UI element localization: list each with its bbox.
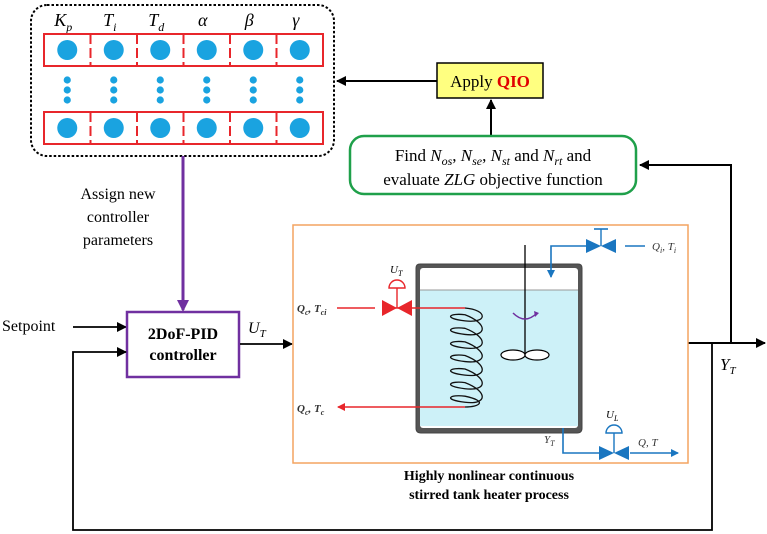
ellipsis-dot — [249, 86, 257, 94]
ellipsis-dot — [249, 76, 257, 84]
controller-output-label: UT — [248, 320, 267, 340]
ellipsis-dot — [63, 76, 71, 84]
valve-ut-label: UT — [390, 264, 403, 278]
feedback-loop-arrow — [72, 343, 713, 531]
ellipsis-dot — [203, 86, 211, 94]
ellipsis-dot — [110, 86, 118, 94]
coolant-out-label: Qc, Tc — [297, 403, 325, 417]
heating-coil — [450, 307, 483, 408]
evaluate-objective-box: Find Nos, Nse, Nst and Nrt and evaluate … — [348, 134, 638, 196]
parameter-header: Td — [148, 10, 165, 34]
controller-line-1: 2DoF-PID — [148, 326, 218, 343]
coolant-in-label: Qc, Tci — [297, 303, 327, 317]
apply-label: Apply — [450, 72, 497, 91]
inlet-valve — [586, 228, 616, 253]
process-box: UT Qc, Tci Qc, Tc Qi, Ti UL Q, T YT — [292, 224, 689, 464]
process-caption-line-2: stirred tank heater process — [409, 488, 569, 503]
parameter-dot — [103, 40, 124, 60]
ellipsis-dot — [156, 96, 164, 104]
parameter-dot — [289, 40, 310, 60]
output-to-evaluate-arrow — [639, 160, 732, 343]
parameter-row-last — [43, 111, 324, 145]
process-caption-line-1: Highly nonlinear continuous — [404, 469, 575, 484]
parameter-dot — [243, 40, 264, 60]
ellipsis-dot — [203, 96, 211, 104]
outlet-line — [562, 428, 600, 454]
parameter-header: β — [244, 10, 254, 30]
svg-text:Assign new: Assign new — [80, 186, 156, 203]
parameter-header: γ — [292, 10, 300, 30]
valve-actuator-icon — [605, 424, 623, 434]
parameter-header: Ti — [103, 10, 116, 34]
ellipsis-dot — [296, 86, 304, 94]
svg-text:parameters: parameters — [83, 232, 153, 249]
ellipsis-dot — [63, 86, 71, 94]
ellipsis-dot — [296, 76, 304, 84]
controller-line-2: controller — [149, 347, 216, 364]
parameter-headers: Kp Ti Td α β γ — [53, 10, 300, 34]
control-valve-ut — [382, 279, 412, 316]
ellipsis-dot — [63, 96, 71, 104]
valve-actuator-icon — [388, 279, 406, 289]
parameter-header: Kp — [53, 10, 72, 34]
parameter-dot — [57, 40, 78, 60]
parameter-dot — [289, 118, 310, 138]
parameter-dot — [57, 118, 78, 138]
ellipsis-dot — [110, 96, 118, 104]
parameter-dot — [196, 40, 217, 60]
ellipsis-dot — [203, 76, 211, 84]
qio-label: QIO — [497, 72, 530, 91]
parameter-population-box: Kp Ti Td α β γ — [30, 4, 335, 157]
ellipsis-dots — [63, 76, 304, 104]
parameter-row-first — [43, 33, 324, 67]
inlet-label: Qi, Ti — [652, 241, 676, 255]
outlet-valve-ul — [599, 424, 629, 460]
parameter-header: α — [198, 10, 208, 30]
outlet-label: Q, T — [638, 437, 658, 449]
svg-text:controller: controller — [87, 209, 150, 226]
ellipsis-dot — [249, 96, 257, 104]
setpoint-label: Setpoint — [2, 318, 56, 335]
sensor-label: YT — [544, 434, 555, 448]
process-output-label: YT — [720, 355, 736, 377]
apply-qio-box: Apply QIO — [436, 62, 544, 99]
ellipsis-dot — [296, 96, 304, 104]
evaluate-line-1: Find Nos, Nse, Nst and Nrt and — [395, 146, 592, 168]
ellipsis-dot — [156, 86, 164, 94]
evaluate-line-2: evaluate ZLG objective function — [383, 170, 603, 189]
parameter-dot — [150, 40, 171, 60]
parameter-dot — [150, 118, 171, 138]
ellipsis-dot — [156, 76, 164, 84]
controller-box: 2DoF-PID controller — [125, 310, 241, 379]
parameter-dot — [103, 118, 124, 138]
parameter-dot — [243, 118, 264, 138]
svg-text:Apply QIO: Apply QIO — [450, 72, 530, 91]
ellipsis-dot — [110, 76, 118, 84]
assign-parameters-label: Assign new controller parameters — [80, 186, 156, 249]
valve-ul-label: UL — [606, 409, 619, 423]
stirrer — [500, 245, 550, 361]
parameter-dot — [196, 118, 217, 138]
